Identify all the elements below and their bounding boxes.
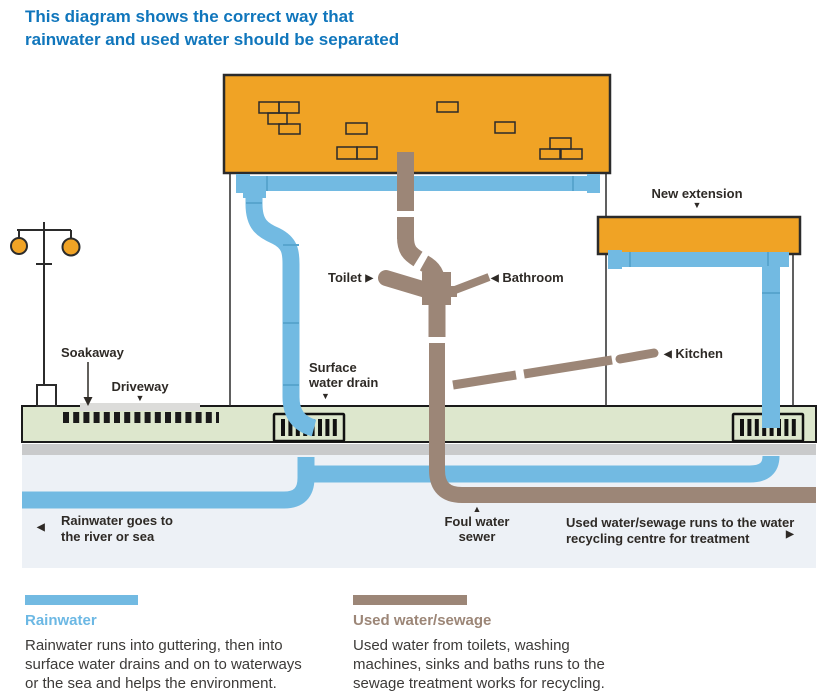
toilet-branch-pipe [378, 270, 434, 298]
page-title: This diagram shows the correct way that … [25, 5, 399, 51]
arrow-left-icon: ◀ [664, 349, 672, 360]
bathroom-branch-pipe [453, 273, 491, 294]
rainwater-underground-pipes [22, 455, 780, 509]
soil-stack [397, 152, 816, 503]
used-water-legend-heading: Used water/sewage [353, 612, 492, 629]
rainwater-destination-arrow: ◀ [37, 519, 45, 534]
extension-roof [596, 215, 802, 256]
arrow-up-icon: ▲ [472, 504, 482, 514]
kitchen-branch-pipe [452, 348, 659, 390]
toilet-label: Toilet ▶ [328, 270, 374, 285]
soakaway-label: Soakaway [61, 345, 124, 360]
rainwater-downpipe-left [245, 196, 317, 437]
driveway-label: Driveway ▼ [108, 379, 172, 403]
brickwork [258, 101, 583, 160]
arrow-left-icon: ◀ [491, 273, 499, 284]
house-walls [229, 172, 794, 406]
main-gutter [236, 174, 600, 198]
title-line-1: This diagram shows the correct way that [25, 7, 354, 26]
rainwater-legend-text: Rainwater runs into guttering, then into… [25, 637, 302, 692]
arrow-right-icon: ▶ [786, 529, 794, 540]
main-house-roof [222, 73, 612, 175]
soakaway-arrow [83, 362, 93, 406]
arrow-down-icon: ▼ [321, 391, 330, 401]
foul-sewer-pipe [429, 343, 816, 503]
lamp-globe-right [61, 237, 81, 257]
foul-water-sewer-label: ▲ Foul water sewer [437, 504, 517, 545]
new-extension-label: New extension ▼ [647, 186, 747, 210]
extension-gutter [608, 250, 789, 269]
rainwater-downpipe-right [762, 266, 780, 428]
arrow-down-icon: ▼ [135, 393, 145, 403]
used-water-destination-arrow: ▶ [786, 526, 794, 541]
used-water-legend-text: Used water from toilets, washing machine… [353, 637, 605, 692]
arrow-left-icon: ◀ [37, 522, 45, 533]
lamp-globe-left [10, 237, 28, 255]
used-water-destination-label: Used water/sewage runs to the water recy… [566, 515, 795, 546]
rainwater-destination-label: Rainwater goes to the river or sea [61, 513, 173, 544]
arrow-right-icon: ▶ [365, 273, 374, 284]
driveway-surface [63, 403, 219, 423]
rainwater-legend-heading: Rainwater [25, 612, 97, 629]
title-line-2: rainwater and used water should be separ… [25, 30, 400, 49]
used-water-legend-swatch [353, 595, 467, 605]
bathroom-label: ◀ Bathroom [491, 270, 564, 285]
rainwater-legend-swatch [25, 595, 138, 605]
kitchen-label: ◀ Kitchen [664, 346, 723, 361]
arrow-down-icon: ▼ [692, 200, 702, 210]
lamp-post [10, 222, 81, 407]
surface-water-drain-label: Surface water drain ▼ [309, 360, 379, 401]
